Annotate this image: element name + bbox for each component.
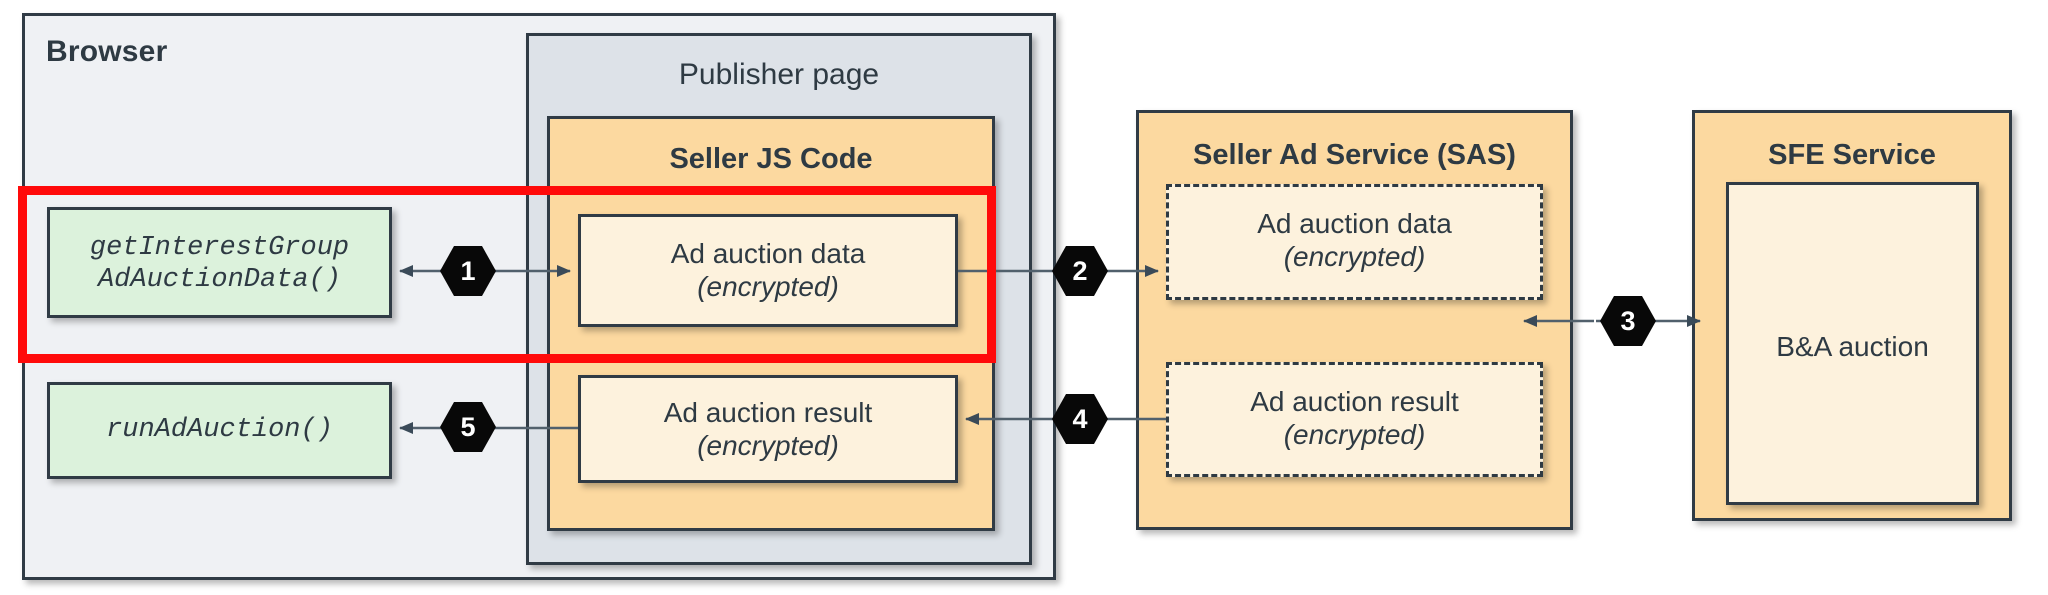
sfe-ba-auction-label: B&A auction (1776, 331, 1929, 362)
box-subtitle: (encrypted) (1283, 419, 1426, 451)
api-box-run-ad-auction (47, 382, 392, 479)
sfe-ba-auction-box (1726, 182, 1979, 505)
seller-js-ad-auction-data-box (578, 214, 958, 327)
box-title: Ad auction result (663, 397, 873, 428)
api-label-run-ad-auction: runAdAuction() (106, 415, 333, 445)
sfe-service-label: SFE Service (1768, 139, 1936, 171)
box-subtitle: (encrypted) (1283, 241, 1426, 273)
seller-js-ad-auction-data-label: Ad auction data(encrypted) (578, 237, 958, 303)
step-marker-5[interactable]: 5 (440, 402, 496, 452)
step-marker-1[interactable]: 1 (440, 246, 496, 296)
api-label-get-interest-group-ad-auction-data: getInterestGroup AdAuctionData() (89, 233, 350, 295)
red-highlight-region (18, 186, 996, 363)
box-title: Ad auction data (1257, 208, 1452, 239)
sas-ad-auction-result-box (1166, 362, 1543, 477)
api-box-get-interest-group-ad-auction-data (47, 207, 392, 318)
seller-ad-service-label: Seller Ad Service (SAS) (1193, 139, 1516, 171)
publisher-page-label: Publisher page (678, 58, 880, 91)
seller-js-ad-auction-result-box (578, 375, 958, 483)
box-subtitle: (encrypted) (697, 430, 839, 462)
step-marker-4[interactable]: 4 (1052, 394, 1108, 444)
sas-ad-auction-data-label: Ad auction data(encrypted) (1166, 207, 1543, 273)
seller-js-ad-auction-result-label: Ad auction result(encrypted) (578, 396, 958, 462)
sas-ad-auction-result-label: Ad auction result(encrypted) (1166, 385, 1543, 451)
step-marker-2[interactable]: 2 (1052, 246, 1108, 296)
box-title: Ad auction data (670, 238, 866, 269)
sas-ad-auction-data-box (1166, 184, 1543, 300)
step-marker-3[interactable]: 3 (1600, 296, 1656, 346)
browser-label: Browser (46, 35, 168, 68)
box-subtitle: (encrypted) (697, 271, 839, 303)
box-title: Ad auction result (1250, 386, 1459, 417)
seller-js-code-label: Seller JS Code (669, 143, 873, 175)
